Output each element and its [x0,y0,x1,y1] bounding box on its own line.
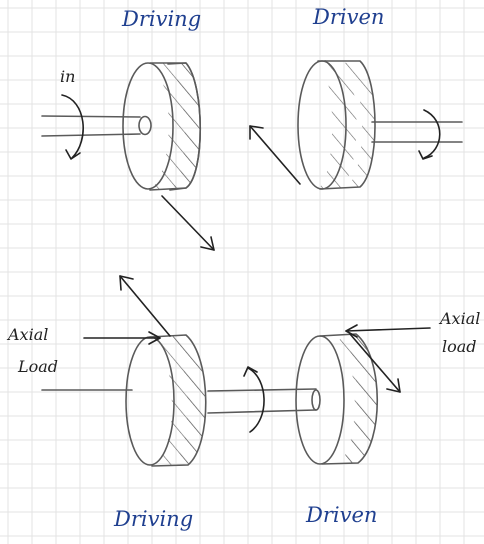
bottom-driven-gear-rim [319,333,378,465]
top-driven-shaft [371,121,463,143]
input-rotation-arrow [61,94,84,159]
bottom-driven-force-arrow [349,333,401,393]
bottom-driving-title: Driving [113,507,193,531]
input-rotation-arrowhead [65,149,81,160]
top-driving-title: Driving [121,7,201,31]
axial-left-label-1: Axial [6,325,48,344]
bottom-driving-force-arrow [119,275,171,337]
axial-right-label-1: Axial [438,309,480,328]
top-driven-title: Driven [312,5,384,29]
top-driven-gear-side-fill [344,61,375,189]
top-driving-shaft-end [138,115,152,136]
bottom-driven-force-arrowhead [386,378,401,393]
top-driving-force-arrow [161,195,215,251]
bottom-driven-gear-side-2 [338,334,378,463]
top-driving-gear-group: in Driving [41,7,215,251]
bottom-driven-gear-group: Axial load Driven [295,309,480,527]
axial-load-left-arrowhead [148,331,161,345]
top-driven-gear-rim [317,60,376,190]
top-driving-force-arrowhead [200,236,215,251]
top-driving-shaft [41,115,141,137]
axial-right-label-2: load [442,337,477,356]
output-rotation-arrow [423,109,441,159]
top-driving-gear-face [122,62,174,190]
top-driving-gear-side [168,63,201,190]
bottom-driving-gear-side-2 [168,335,206,465]
axial-left-label-2: Load [17,357,58,376]
input-label: in [60,67,75,86]
bottom-driving-gear-group: Axial Load Driving [6,275,321,531]
top-driving-gear-rim [167,62,202,191]
top-driven-force-arrowhead [249,125,264,140]
bottom-driving-gear-face [125,336,175,466]
top-driven-gear-side [318,60,357,189]
bottom-driven-title: Driven [305,503,377,527]
output-rotation-arrowhead [418,150,433,160]
connecting-shaft-end [311,389,321,411]
top-driven-force-arrow [249,125,301,185]
axial-load-right-arrow [345,327,431,332]
shaft-rotation-arrowhead [243,366,258,377]
shaft-rotation-arrow [247,367,265,433]
bottom-driving-force-arrowhead [119,275,134,291]
top-driven-gear-group: Driven [249,5,463,190]
axial-load-right-arrowhead [345,324,358,338]
